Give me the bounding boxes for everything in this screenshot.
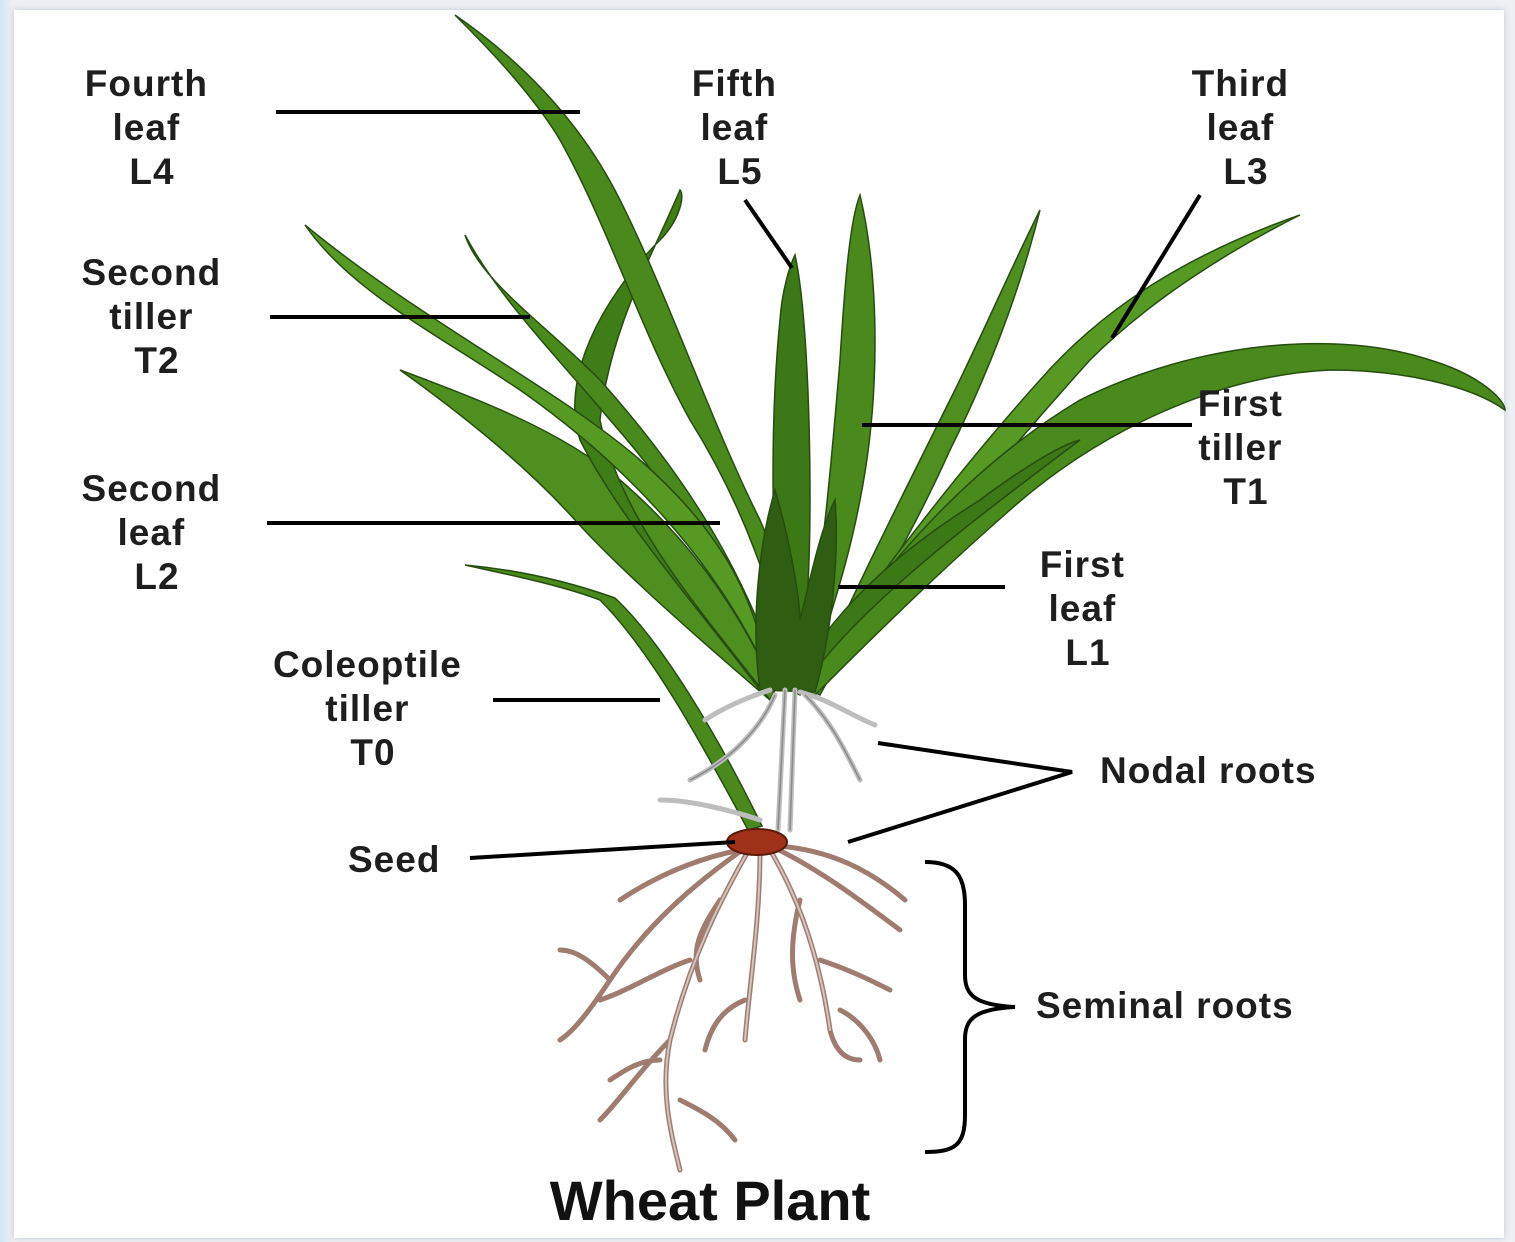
- label-nodal-roots: Nodal roots: [1100, 750, 1317, 791]
- diagram-title: Wheat Plant: [550, 1169, 870, 1232]
- label-third-leaf: Third leaf L3: [1192, 63, 1301, 192]
- label-coleoptile-tiller: Coleoptile tiller T0: [273, 644, 473, 773]
- label-seed: Seed: [348, 839, 440, 880]
- label-first-tiller: First tiller T1: [1198, 383, 1294, 512]
- seminal-roots-brace: [925, 862, 1015, 1152]
- labels: Fourth leaf L4 Fifth leaf L5 Third leaf …: [82, 63, 1317, 1232]
- leader-fifth-leaf: [745, 200, 792, 268]
- leader-seed: [470, 842, 735, 858]
- label-second-tiller: Second tiller T2: [82, 252, 233, 381]
- plant-shoot: [305, 15, 1505, 830]
- label-seminal-roots: Seminal roots: [1036, 985, 1294, 1026]
- label-first-leaf: First leaf L1: [1040, 544, 1136, 673]
- label-fifth-leaf: Fifth leaf L5: [692, 63, 788, 192]
- label-second-leaf: Second leaf L2: [82, 468, 233, 597]
- seminal-roots-drawing: [560, 846, 905, 1170]
- label-fourth-leaf: Fourth leaf L4: [85, 63, 219, 192]
- seed-drawing: [727, 829, 787, 855]
- leader-nodal-roots: [848, 743, 1072, 842]
